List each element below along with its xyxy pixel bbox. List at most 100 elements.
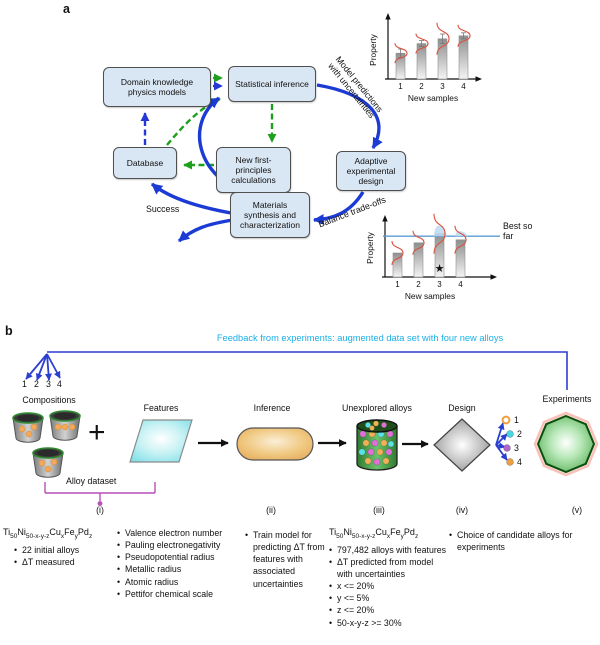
uncertainty-curve xyxy=(433,213,446,254)
numeral-v: (v) xyxy=(571,505,583,515)
tick-label: 2 xyxy=(416,280,421,289)
tick-label: 3 xyxy=(440,82,445,91)
uncertainty-curve xyxy=(454,225,467,254)
features-label: Features xyxy=(143,403,179,413)
notes-col3-bullets: Train model for predicting ΔT from featu… xyxy=(245,529,329,590)
notes-col5: Choice of candidate alloys for experimen… xyxy=(449,529,589,553)
arrow-success xyxy=(177,218,234,243)
tick-label: 3 xyxy=(437,280,442,289)
uncertainty-curve xyxy=(412,230,425,255)
bullet-item: Choice of candidate alloys for experimen… xyxy=(449,529,589,553)
arrow-inference-to-adaptive xyxy=(316,83,383,149)
box-adaptive-design-label: Adaptive experimental design xyxy=(346,155,396,186)
inference-label: Inference xyxy=(253,403,291,413)
chart-balance-tradeoffs: ★ 1 2 3 4 New samples Property xyxy=(365,213,500,301)
numeral-iii: (iii) xyxy=(373,505,385,515)
bar xyxy=(455,239,466,278)
candidate-arrow-1 xyxy=(495,422,505,446)
tick-label: 1 xyxy=(398,82,403,91)
candidate-number-1: 1 xyxy=(514,415,519,425)
pipeline-graphics-layer xyxy=(12,351,599,506)
box-new-first-principles: New first-principles calculations xyxy=(216,147,291,193)
beaker-icon xyxy=(12,412,44,443)
notes-col2: Valence electron numberPauling electrone… xyxy=(117,527,244,600)
bullet-item: y <= 5% xyxy=(329,592,451,604)
box-database: Database xyxy=(113,147,177,179)
x-axis-arrow xyxy=(490,274,497,280)
bullet-item: Atomic radius xyxy=(117,576,244,588)
notes-col4: Ti50Ni50-x-y-zCuxFeyPdz 797,482 alloys w… xyxy=(329,526,451,629)
y-axis-arrow xyxy=(385,13,391,20)
y-axis-label: Property xyxy=(365,231,375,263)
bullet-item: Metallic radius xyxy=(117,563,244,575)
beaker-icon xyxy=(32,447,64,478)
design-diamond-icon xyxy=(433,418,491,472)
chart-model-predictions: 1 2 3 4 New samples Property xyxy=(368,13,482,103)
candidate-number-2: 2 xyxy=(517,429,522,439)
arrow-adaptive-to-synthesis xyxy=(312,191,365,225)
alloy-dataset-label: Alloy dataset xyxy=(66,476,117,486)
bullet-item: Pseudopotential radius xyxy=(117,551,244,563)
box-new-first-principles-label: New first-principles calculations xyxy=(231,154,276,185)
fan-arrow-4 xyxy=(46,353,61,379)
box-domain-knowledge: Domain knowledge physics models xyxy=(103,67,211,107)
composition-number-1: 1 xyxy=(22,379,27,389)
alloy-dataset-bracket xyxy=(44,482,156,501)
feedback-loop-line xyxy=(47,351,568,390)
candidate-number-4: 4 xyxy=(517,457,522,467)
bullet-item: Valence electron number xyxy=(117,527,244,539)
y-axis-label: Property xyxy=(368,33,378,65)
notes-col3: Train model for predicting ΔT from featu… xyxy=(245,529,329,590)
tick-label: 1 xyxy=(395,280,400,289)
unexplored-alloys-cylinder-icon xyxy=(356,419,398,471)
alloy-formula: Ti50Ni50-x-y-zCuxFeyPdz xyxy=(329,527,419,540)
box-database-label: Database xyxy=(126,157,164,168)
bullet-item: x <= 20% xyxy=(329,580,451,592)
bar xyxy=(413,242,424,278)
uncertainty-curve xyxy=(415,33,429,54)
composition-number-3: 3 xyxy=(46,379,51,389)
beaker-icon xyxy=(49,410,81,441)
candidate-arrow-4 xyxy=(495,444,508,461)
box-statistical-inference: Statistical inference xyxy=(228,66,316,102)
bullet-item: ΔT predicted from model with uncertainti… xyxy=(329,556,451,580)
box-domain-knowledge-label: Domain knowledge physics models xyxy=(120,76,194,97)
design-label: Design xyxy=(448,403,476,413)
features-parallelogram-icon xyxy=(129,419,193,463)
bullet-item: Train model for predicting ΔT from featu… xyxy=(245,529,329,590)
tick-label: 4 xyxy=(461,82,466,91)
notes-col2-bullets: Valence electron numberPauling electrone… xyxy=(117,527,244,600)
box-materials-synthesis: Materials synthesis and characterization xyxy=(230,192,310,238)
bullet-item: Pettifor chemical scale xyxy=(117,588,244,600)
uncertainty-curve xyxy=(391,240,404,266)
experiments-label: Experiments xyxy=(542,394,592,404)
uncertainty-curve xyxy=(436,22,450,55)
notes-col1: Ti50Ni50-x-y-zCuxFeyPdz 22 initial alloy… xyxy=(3,526,115,568)
box-statistical-inference-label: Statistical inference xyxy=(235,78,309,89)
panel-b-label: b xyxy=(5,324,13,338)
alloy-formula: Ti50Ni50-x-y-zCuxFeyPdz xyxy=(3,527,93,540)
bullet-item: 50-x-y-z >= 30% xyxy=(329,617,451,629)
notes-col1-bullets: 22 initial alloysΔT measured xyxy=(14,544,115,568)
compositions-label: Compositions xyxy=(22,395,76,405)
candidate-dot-1 xyxy=(501,415,511,425)
numeral-iv: (iv) xyxy=(455,505,469,515)
bullet-item: 22 initial alloys xyxy=(14,544,115,556)
tick-label: 2 xyxy=(419,82,424,91)
unexplored-alloys-label: Unexplored alloys xyxy=(342,403,412,413)
fan-arrow-1 xyxy=(25,353,48,380)
fan-arrow-3 xyxy=(45,353,53,381)
x-axis-label: New samples xyxy=(408,93,458,103)
box-adaptive-design: Adaptive experimental design xyxy=(336,151,406,191)
alloy-dataset-bracket-dot xyxy=(97,501,103,506)
composition-number-4: 4 xyxy=(57,379,62,389)
bullet-item: 797,482 alloys with features xyxy=(329,544,451,556)
composition-number-2: 2 xyxy=(34,379,39,389)
fan-arrow-2 xyxy=(35,353,48,381)
notes-col5-bullets: Choice of candidate alloys for experimen… xyxy=(449,529,589,553)
candidate-dot-4 xyxy=(506,458,514,466)
candidate-dot-3 xyxy=(503,444,511,452)
bullet-item: ΔT measured xyxy=(14,556,115,568)
candidate-dot-2 xyxy=(506,430,514,438)
